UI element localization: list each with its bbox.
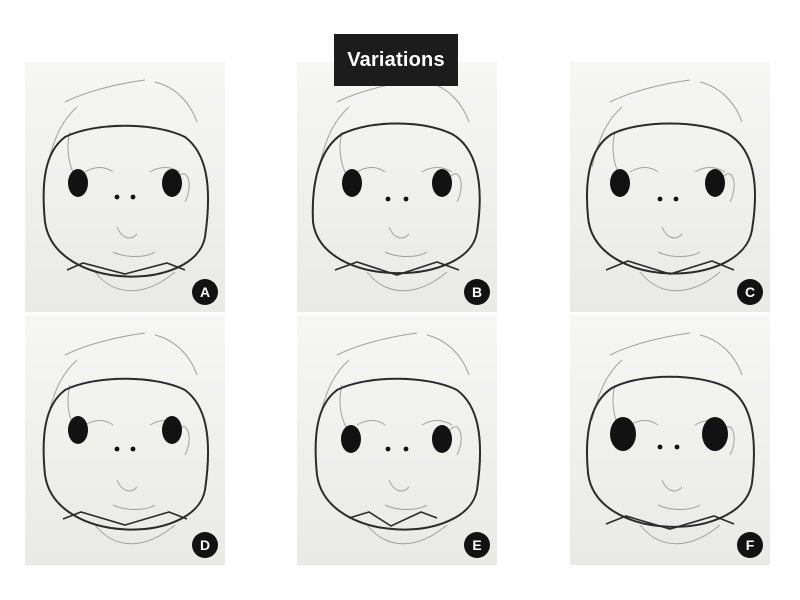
panel-label-badge: A bbox=[192, 279, 218, 305]
face-drawing-d bbox=[42, 332, 210, 545]
pencil-sketch bbox=[591, 79, 743, 292]
jaw-line bbox=[348, 511, 438, 527]
nose-dot-right bbox=[130, 446, 136, 452]
panel-label-badge: D bbox=[192, 532, 218, 558]
variation-panel-a: A bbox=[25, 62, 225, 312]
panel-label-badge: B bbox=[464, 279, 490, 305]
variation-panel-d: D bbox=[25, 315, 225, 565]
face-drawing-a bbox=[42, 79, 210, 292]
panel-label: F bbox=[745, 537, 755, 553]
pencil-sketch bbox=[46, 332, 198, 545]
pencil-sketch bbox=[46, 79, 198, 292]
face-outline bbox=[311, 122, 481, 275]
right-eye bbox=[162, 169, 182, 197]
face-outline bbox=[314, 377, 482, 531]
left-eye bbox=[68, 416, 88, 444]
variation-panel-f: F bbox=[570, 315, 770, 565]
nose-dot-left bbox=[114, 194, 120, 200]
face-drawing-b bbox=[311, 79, 481, 292]
face-drawing-c bbox=[586, 79, 756, 292]
pencil-sketch bbox=[318, 332, 470, 545]
face-outline bbox=[586, 375, 755, 528]
left-eye bbox=[610, 417, 636, 451]
face-outline bbox=[42, 377, 210, 531]
left-eye bbox=[342, 169, 362, 197]
jaw-line bbox=[62, 511, 188, 526]
pencil-sketch bbox=[318, 79, 470, 292]
nose-dot-right bbox=[130, 194, 136, 200]
jaw-line bbox=[66, 262, 186, 275]
pencil-sketch bbox=[591, 332, 743, 545]
nose-dot-left bbox=[385, 446, 391, 452]
nose-dot-right bbox=[674, 444, 680, 450]
title-text: Variations bbox=[347, 48, 445, 71]
panel-label-badge: C bbox=[737, 279, 763, 305]
panel-label: C bbox=[744, 284, 756, 300]
variation-panel-c: C bbox=[570, 62, 770, 312]
right-eye bbox=[702, 417, 728, 451]
right-eye bbox=[162, 416, 182, 444]
panel-label: A bbox=[199, 284, 211, 300]
right-eye bbox=[705, 169, 725, 197]
jaw-line bbox=[605, 260, 735, 275]
panel-label: B bbox=[471, 284, 483, 300]
panel-label: D bbox=[199, 537, 211, 553]
nose-dot-right bbox=[403, 196, 409, 202]
face-outline bbox=[42, 124, 210, 278]
left-eye bbox=[68, 169, 88, 197]
title-banner: Variations bbox=[334, 34, 458, 86]
nose-dot-left bbox=[657, 444, 663, 450]
left-eye bbox=[341, 425, 361, 453]
right-eye bbox=[432, 169, 452, 197]
nose-dot-left bbox=[385, 196, 391, 202]
nose-dot-left bbox=[114, 446, 120, 452]
panel-label-badge: E bbox=[464, 532, 490, 558]
panel-label: E bbox=[472, 537, 482, 553]
face-outline bbox=[586, 122, 756, 275]
jaw-line bbox=[605, 515, 735, 530]
nose-dot-right bbox=[673, 196, 679, 202]
face-drawing-e bbox=[314, 332, 482, 545]
nose-dot-right bbox=[403, 446, 409, 452]
variation-panel-e: E bbox=[297, 315, 497, 565]
right-eye bbox=[432, 425, 452, 453]
variation-panel-b: B bbox=[297, 62, 497, 312]
left-eye bbox=[610, 169, 630, 197]
nose-dot-left bbox=[657, 196, 663, 202]
jaw-line bbox=[334, 261, 460, 276]
panel-label-badge: F bbox=[737, 532, 763, 558]
face-drawing-f bbox=[586, 332, 755, 545]
